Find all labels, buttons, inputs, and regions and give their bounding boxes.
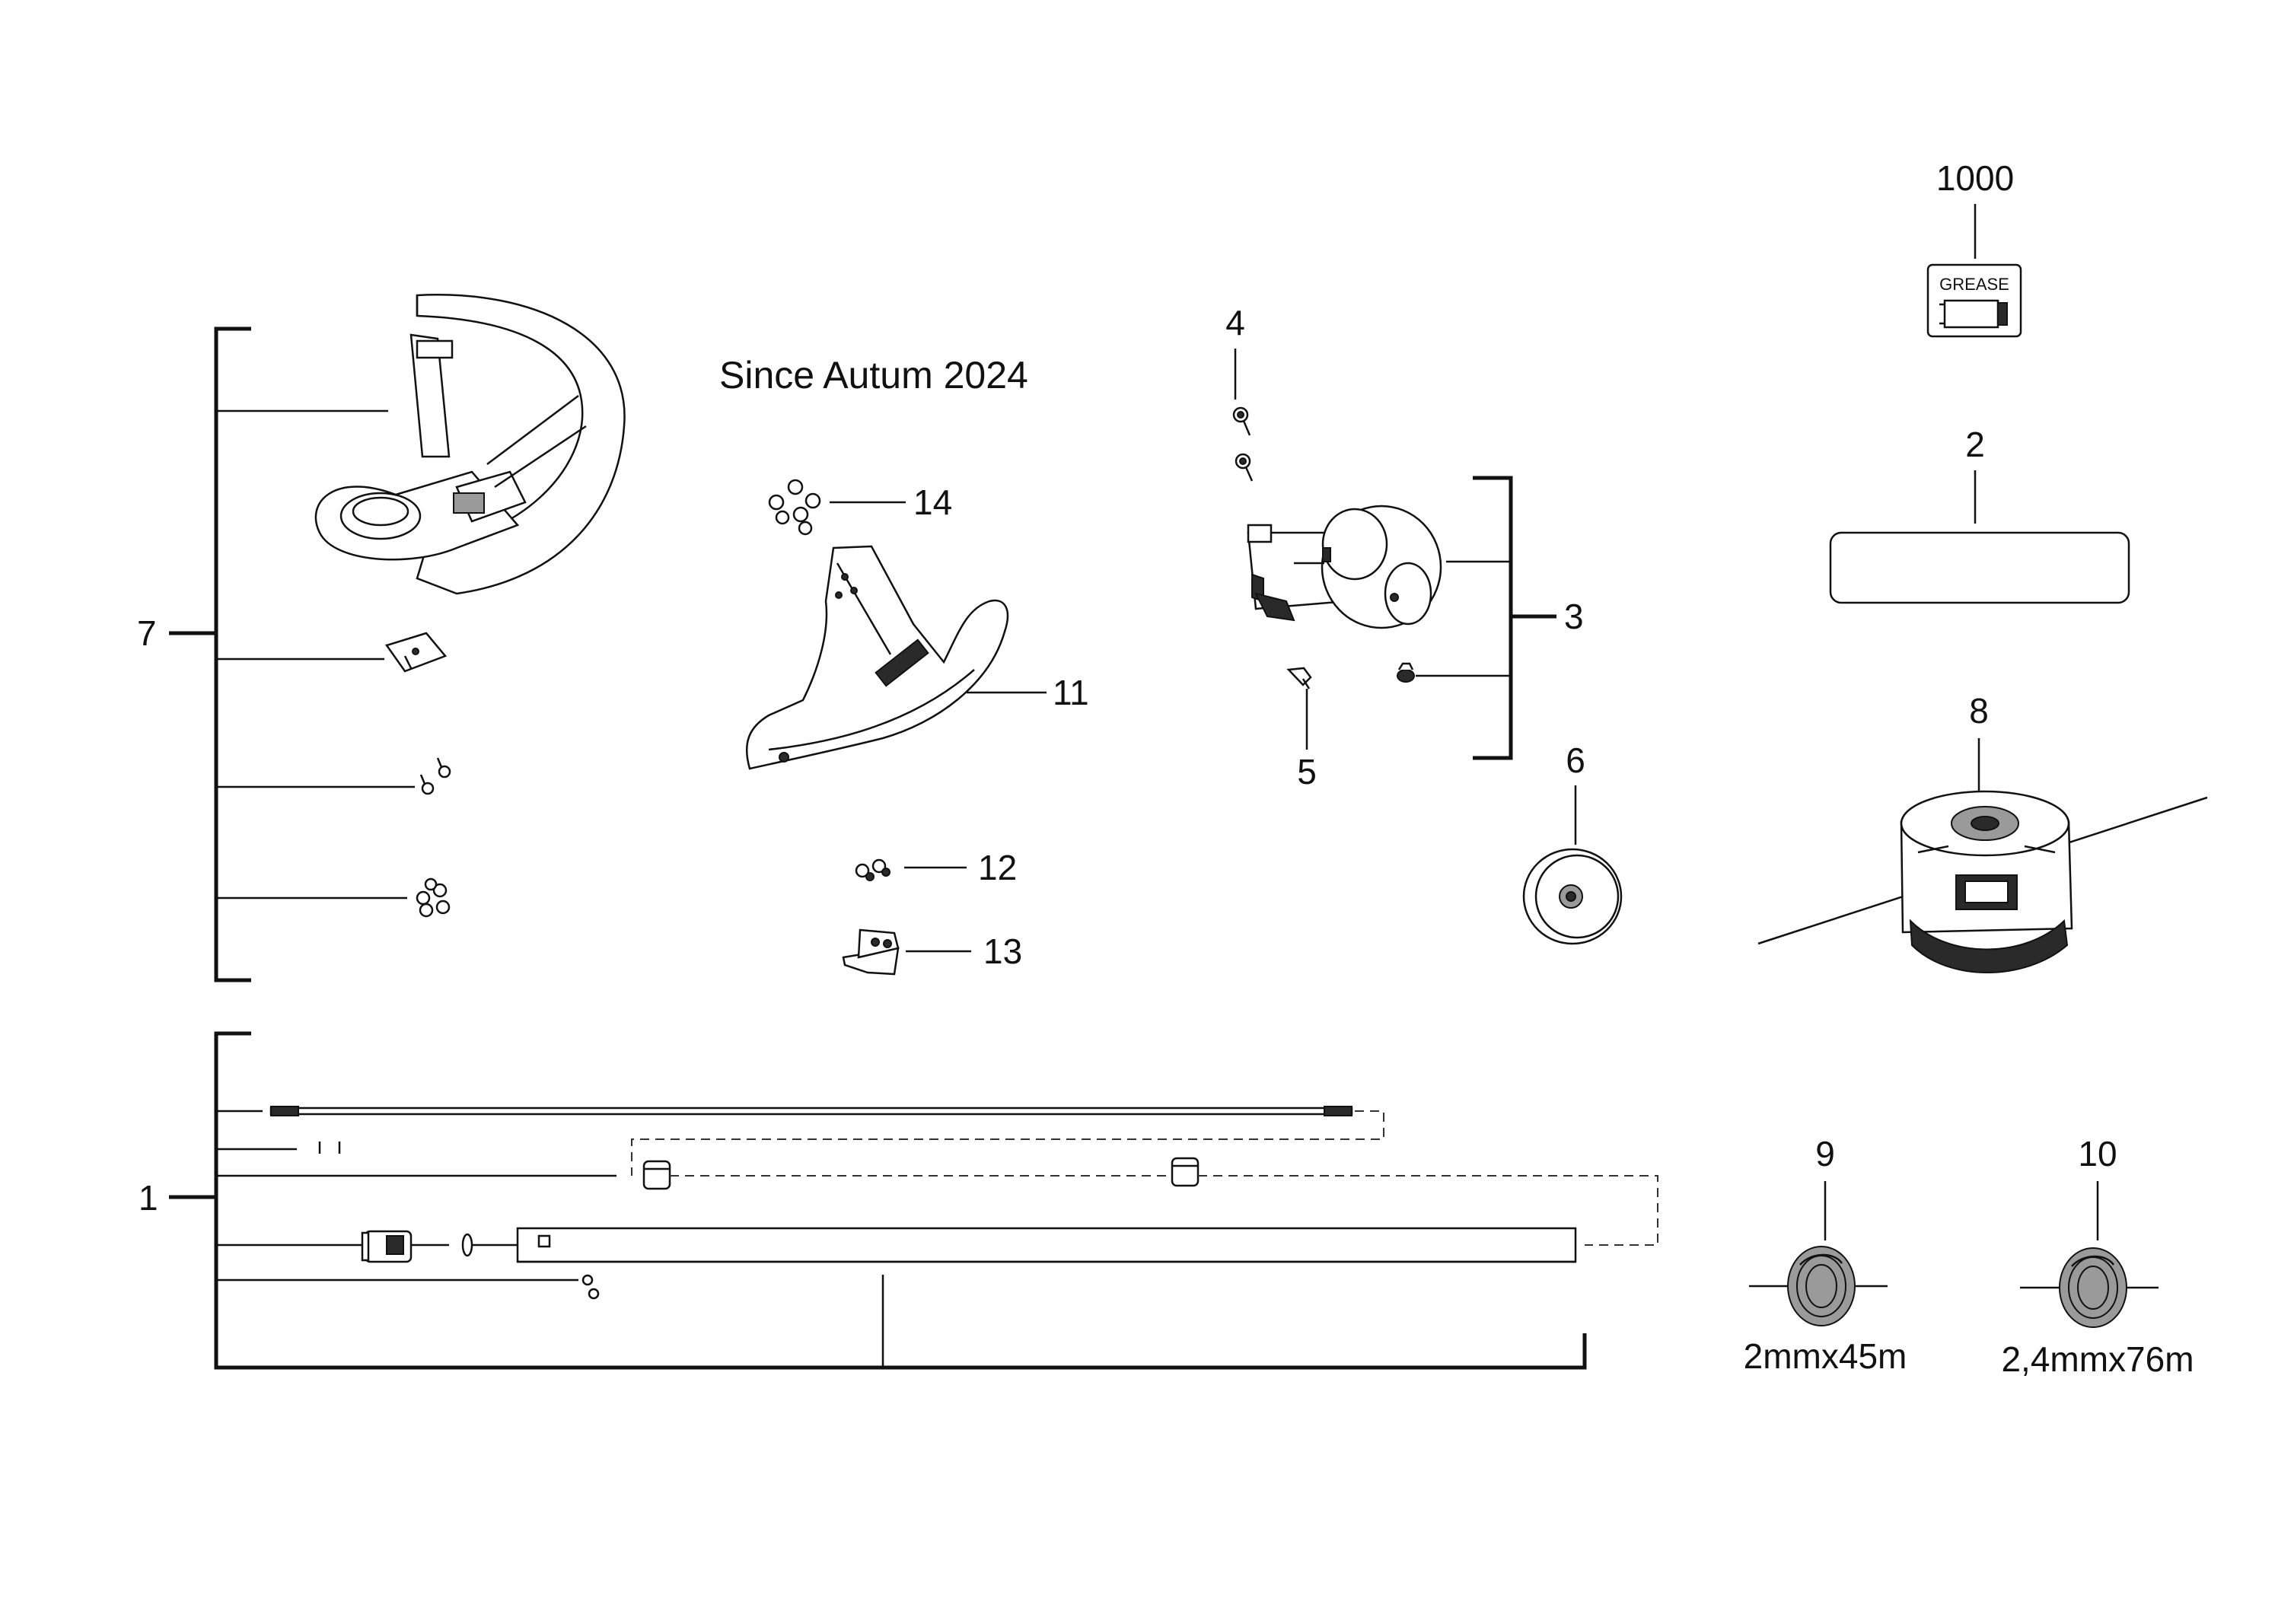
- part-12-group[interactable]: 12: [855, 848, 1017, 887]
- part-9-group[interactable]: 9 2mmx45m: [1744, 1134, 1907, 1376]
- shaft-tube-icon: [516, 1227, 1577, 1263]
- part-number-9: 9: [1815, 1134, 1835, 1173]
- part-number-14: 14: [913, 482, 952, 522]
- drive-disc-icon: [1522, 848, 1623, 945]
- part-number-10: 10: [2078, 1134, 2117, 1173]
- part-14-group[interactable]: 14: [768, 479, 952, 536]
- part-13-group[interactable]: 13: [842, 928, 1022, 976]
- bushing-icon: [642, 1157, 1200, 1190]
- screw-set-icon: [416, 877, 451, 918]
- label-plate-icon: [1829, 531, 2130, 604]
- part-number-4: 4: [1225, 303, 1245, 342]
- part-3-group[interactable]: 3: [1247, 476, 1584, 760]
- screw-pair-12-icon: [855, 858, 891, 881]
- part-1000-group[interactable]: 1000 GREASE: [1926, 158, 2022, 338]
- part-number-11: 11: [1053, 673, 1089, 712]
- part-number-2: 2: [1965, 425, 1985, 464]
- mounting-bracket-icon: [842, 928, 900, 976]
- part-number-12: 12: [978, 848, 1017, 887]
- part-number-7: 7: [137, 613, 157, 653]
- part-number-1: 1: [139, 1178, 158, 1218]
- handle-insert-icon: [361, 1230, 518, 1263]
- part-4-group[interactable]: 4: [1225, 303, 1254, 482]
- screw-pair-icon: [419, 757, 451, 795]
- heading-text: Since Autum 2024: [719, 354, 1028, 396]
- part-7-group[interactable]: 7: [137, 294, 626, 982]
- part-8-group[interactable]: 8: [1757, 691, 2208, 973]
- part-11-group[interactable]: 11: [746, 545, 1089, 770]
- screw-5-icon: [1286, 667, 1312, 689]
- drive-shaft-icon: [269, 1106, 1353, 1116]
- debris-guard-icon: [746, 545, 1009, 770]
- part-10-group[interactable]: 10 2,4mmx76m: [2001, 1134, 2194, 1379]
- part-6-group[interactable]: 6: [1522, 740, 1623, 945]
- gearhead-icon: [1247, 505, 1442, 629]
- spool-spec-10: 2,4mmx76m: [2001, 1339, 2194, 1379]
- guard-clip-icon: [384, 632, 448, 673]
- part-5-group[interactable]: 5: [1286, 667, 1317, 791]
- spool-spec-9: 2mmx45m: [1744, 1336, 1907, 1376]
- nut-pair-icon: [581, 1274, 600, 1300]
- trimmer-guard-icon: [314, 294, 626, 595]
- trimmer-head-icon: [1757, 790, 2208, 973]
- line-spool-9-icon: [1749, 1246, 1888, 1326]
- screw-set-14-icon: [768, 479, 821, 536]
- clip-pair-icon: [318, 1142, 341, 1154]
- part-number-13: 13: [983, 931, 1022, 971]
- part-number-6: 6: [1566, 740, 1585, 780]
- grease-tube-icon: GREASE: [1926, 263, 2022, 338]
- part-1-group[interactable]: 1: [139, 1031, 1658, 1370]
- part-number-1000: 1000: [1936, 158, 2014, 198]
- screw-3-icon: [1397, 662, 1415, 683]
- part-2-group[interactable]: 2: [1829, 425, 2130, 604]
- screw-4-icon: [1232, 406, 1254, 482]
- part-number-3: 3: [1564, 597, 1584, 636]
- line-spool-10-icon: [2020, 1247, 2159, 1328]
- part-number-5: 5: [1297, 752, 1317, 791]
- grease-label: GREASE: [1939, 275, 2009, 294]
- part-number-8: 8: [1969, 691, 1989, 731]
